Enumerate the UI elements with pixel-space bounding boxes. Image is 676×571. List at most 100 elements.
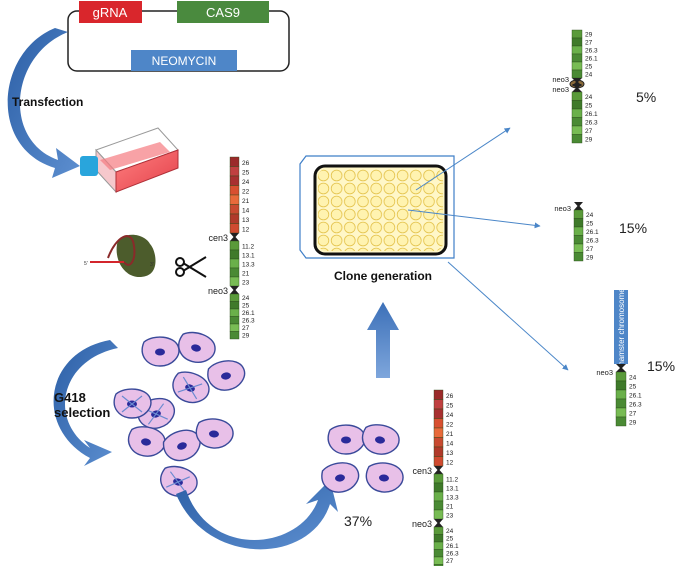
chrom-selected-lower-band [433, 473, 444, 484]
chrom-selected-upper-band-label: 12 [446, 460, 454, 467]
outcome-3-band [615, 371, 627, 382]
outcome-2-band [573, 209, 584, 219]
cell-1 [141, 336, 180, 367]
chrom-selected-upper-band-label: 13 [446, 450, 454, 457]
chrom-main-tail-band [229, 308, 240, 317]
chrom-main-upper-band [229, 175, 240, 186]
outcome-2-band [573, 235, 584, 245]
outcome-2-band-label: 26.3 [586, 238, 599, 245]
outcome-1-neo-upper: neo3 [552, 75, 569, 84]
grna-label: gRNA [93, 5, 128, 20]
outcome-2-band-label: 25 [586, 221, 594, 228]
chrom-selected-neo-label: neo3 [412, 519, 432, 529]
outcome-3-percent: 15% [647, 358, 675, 374]
cas9-box [177, 1, 269, 23]
outcome-3-band [615, 398, 627, 409]
selection-label: selection [54, 405, 110, 420]
outcome-3-band-label: 26.1 [629, 393, 642, 400]
chrom-main-lower-band [229, 276, 240, 287]
chrom-selected-upper-band [433, 408, 444, 419]
chrom-main-upper-band-label: 24 [242, 179, 250, 186]
five-prime-label: 5' [84, 261, 88, 267]
branch-arrow-2 [407, 209, 541, 229]
chrom-selected-lower-band-label: 11.2 [446, 477, 459, 484]
chrom-main-upper-band-label: 14 [242, 208, 250, 215]
chrom-selected-upper-band-label: 26 [446, 393, 454, 400]
chrom-main-upper-band-label: 22 [242, 189, 250, 196]
outcome-1-top-band [571, 53, 583, 63]
chrom-selected-lower-band-label: 13.1 [446, 486, 459, 493]
outcome-3-band [615, 407, 627, 418]
chrom-main-upper-band-label: 12 [242, 227, 250, 234]
multiwell-plate: Clone generation [299, 155, 455, 283]
cas9-label: CAS9 [206, 5, 240, 20]
outcome-2-band [573, 218, 584, 228]
chrom-main-tail-band [229, 331, 240, 340]
chrom-main-tail-band-label: 25 [242, 303, 250, 310]
clone-generation-label: Clone generation [334, 269, 432, 283]
outcome-3-band-label: 27 [629, 411, 637, 418]
surviving-cell-3 [321, 462, 360, 493]
chrom-selected-tail-band [433, 541, 444, 550]
surviving-cell-1 [327, 424, 366, 455]
outcome-1-bottom-band-label: 25 [585, 103, 593, 110]
outcome-1-top-band [571, 69, 583, 79]
neomycin-box [131, 50, 237, 71]
outcome-1-bottom-band [571, 134, 583, 144]
chrom-main-centromere [230, 233, 239, 241]
neomycin-label: NEOMYCIN [152, 54, 217, 68]
outcome-2-band-label: 26.1 [586, 229, 599, 236]
chrom-selected-upper-band [433, 389, 444, 400]
cell-10 [113, 388, 152, 419]
chrom-selected-tail-band-label: 25 [446, 536, 454, 543]
outcome-1-top-band-label: 25 [585, 64, 593, 71]
scissors-icon [175, 256, 207, 278]
transfection-arrow [7, 28, 80, 178]
chrom-main-lower-band [229, 267, 240, 278]
chrom-selected-lower-band [433, 500, 444, 511]
outcome-1-bottom-band-label: 26.3 [585, 120, 598, 127]
hamster-chromosome [614, 290, 628, 364]
outcome-1-bottom-band [571, 91, 583, 101]
chrom-main-lower-band [229, 249, 240, 260]
chrom-selected-upper-band-label: 25 [446, 403, 454, 410]
chrom-main-upper-band [229, 204, 240, 215]
outcome-1-top-band [571, 45, 583, 55]
chrom-main-upper-band-label: 21 [242, 198, 250, 205]
chrom-main-upper-band-label: 26 [242, 160, 250, 167]
chrom-main-lower-band-label: 21 [242, 271, 250, 278]
chrom-selected-tail-band-label: 26.1 [446, 543, 459, 550]
chrom-main-neo-label: neo3 [208, 286, 228, 296]
chrom-selected-lower-band-label: 23 [446, 513, 454, 520]
chrom-main-lower-band-label: 13.3 [242, 262, 255, 269]
outcome-1-bottom-band [571, 108, 583, 118]
transfection-label: Transfection [12, 95, 83, 109]
chrom-main-upper-band [229, 223, 240, 234]
chrom-main-lower-band-label: 13.1 [242, 253, 255, 260]
chrom-main-lower-band [229, 258, 240, 269]
chrom-main-cen-label: cen3 [208, 233, 228, 243]
chrom-selected-lower-band [433, 509, 444, 520]
chrom-selected-upper-band-label: 24 [446, 412, 454, 419]
outcome-3-band-label: 25 [629, 384, 637, 391]
outcome-2-band [573, 243, 584, 253]
outcome-2-band-label: 24 [586, 212, 594, 219]
chrom-main-tail-band [229, 316, 240, 325]
outcome-3-band [615, 380, 627, 391]
chrom-selected-upper-band-label: 14 [446, 441, 454, 448]
cas9-complex: 5' 3' [84, 234, 156, 278]
outcome-3-band [615, 416, 627, 427]
chrom-selected-tail-band [433, 556, 444, 565]
chrom-selected-upper-band-label: 22 [446, 422, 454, 429]
outcome-1-bottom-band-label: 26.1 [585, 111, 598, 118]
chrom-selected-centromere [434, 466, 443, 474]
chrom-main-tail-band [229, 293, 240, 302]
chrom-selected-tail-band [433, 526, 444, 535]
chrom-selected-lower-band [433, 491, 444, 502]
selection-percent: 37% [344, 513, 372, 529]
outcome-1-bottom-band [571, 125, 583, 135]
chromosome-selected: 2625242221141312cen311.213.113.32123neo3… [412, 389, 459, 571]
chrom-main-tail-band-label: 26.1 [242, 310, 255, 317]
